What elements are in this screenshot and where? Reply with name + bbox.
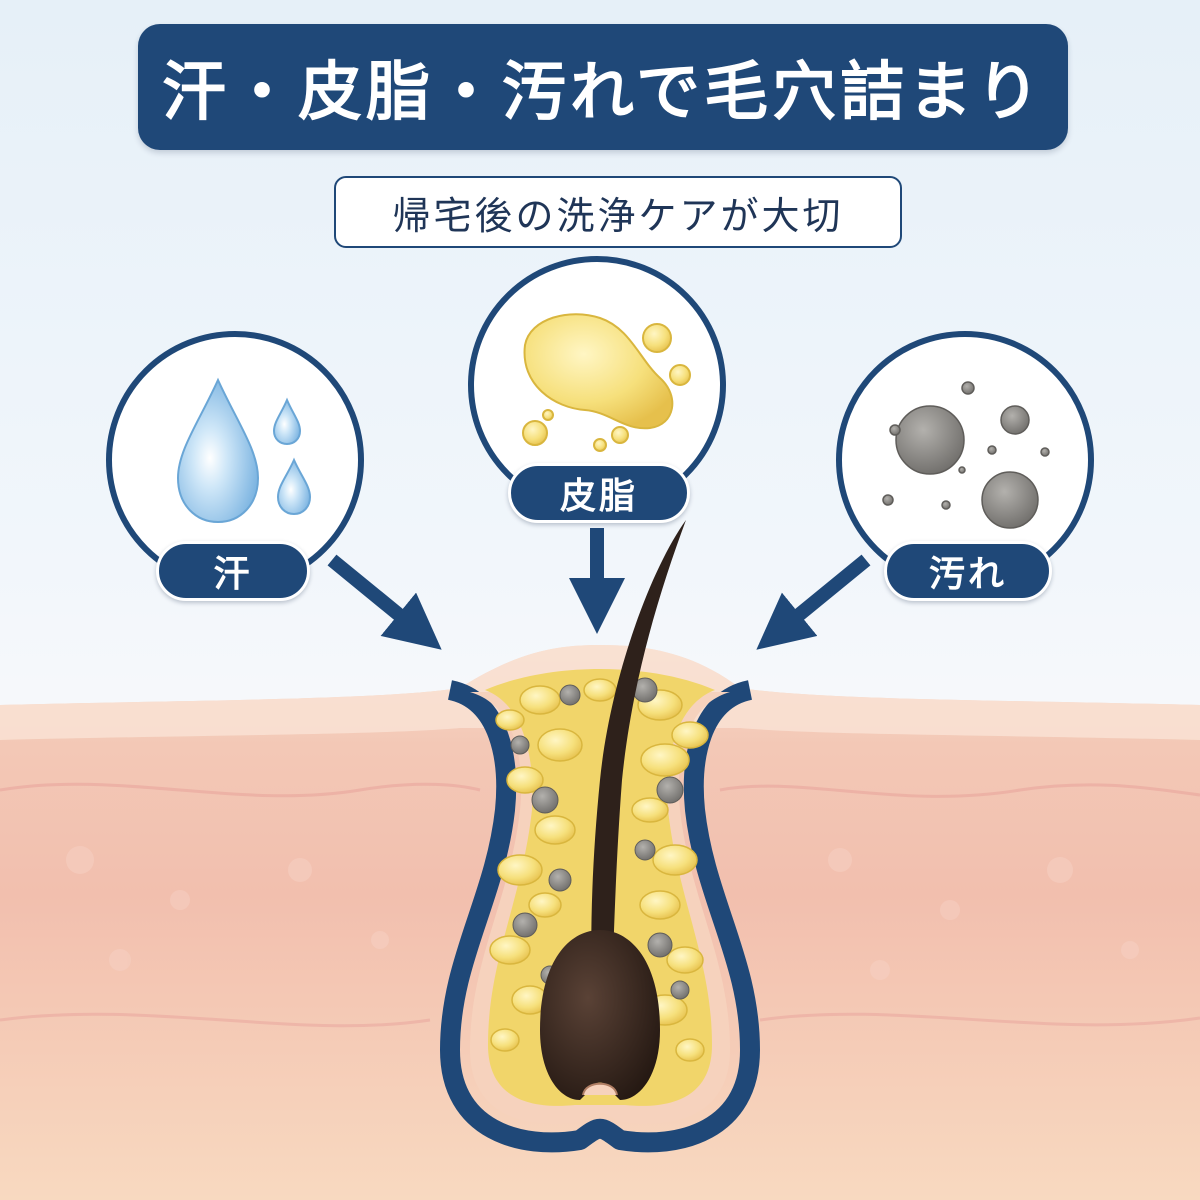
sebum-label: 皮脂 xyxy=(508,463,690,523)
sweat-label-text: 汗 xyxy=(213,554,253,595)
page-title: 汗・皮脂・汚れで毛穴詰まり xyxy=(161,56,1045,130)
dirt-label-text: 汚れ xyxy=(928,554,1007,595)
arrows xyxy=(327,528,871,650)
subtitle: 帰宅後の洗浄ケアが大切 xyxy=(392,193,844,238)
arrow-dirt xyxy=(756,554,871,650)
sebum-particles xyxy=(489,678,709,1062)
title-banner: 汗・皮脂・汚れで毛穴詰まり xyxy=(138,24,1068,150)
dirt-particles-icon xyxy=(882,381,1050,529)
water-drops-icon xyxy=(176,377,312,524)
oil-blob-icon xyxy=(522,313,691,452)
sebum-label-text: 皮脂 xyxy=(559,476,638,517)
sebum-icon-circle xyxy=(468,256,726,514)
sweat-label: 汗 xyxy=(156,541,310,601)
subtitle-box: 帰宅後の洗浄ケアが大切 xyxy=(334,176,902,248)
arrow-sweat xyxy=(327,554,442,650)
dirt-icon-circle xyxy=(836,331,1094,589)
hair-strand xyxy=(540,520,686,1100)
dirt-label: 汚れ xyxy=(884,541,1052,601)
sweat-icon-circle xyxy=(106,331,364,589)
